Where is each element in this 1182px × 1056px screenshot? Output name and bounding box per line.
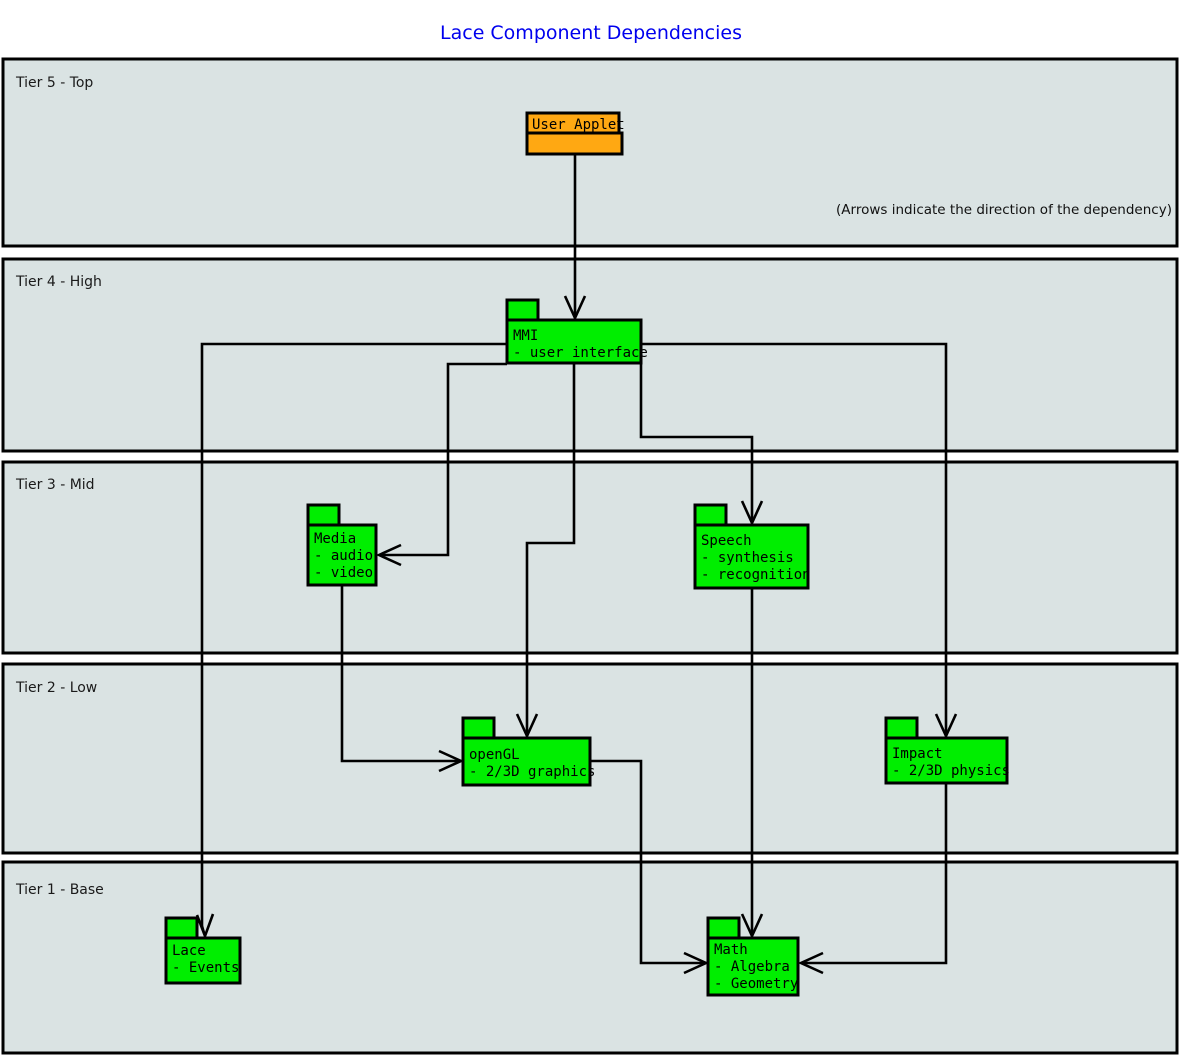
package-speech[interactable]: Speech - synthesis - recognition <box>693 503 811 590</box>
package-tab-media <box>306 503 341 528</box>
package-tab-lace <box>164 916 199 941</box>
package-body-speech <box>693 523 810 590</box>
edge-impact-to-math <box>802 783 948 965</box>
package-media[interactable]: Media - audio - video <box>306 503 378 587</box>
tier-label-tier-1: Tier 1 - Base <box>15 882 104 898</box>
package-mmi[interactable]: MMI - user interface <box>505 298 648 365</box>
package-item-speech-0: - synthesis <box>701 550 794 566</box>
package-item-media-0: - audio <box>314 548 373 564</box>
package-name-math: Math <box>714 942 748 958</box>
package-name-opengl: openGL <box>469 747 520 763</box>
arrowhead-lace-top <box>195 913 215 940</box>
package-name-media: Media <box>314 531 356 547</box>
package-item-speech-1: - recognition <box>701 567 811 583</box>
tier-box-tier-4[interactable] <box>1 257 1179 453</box>
package-tab-opengl <box>461 716 496 741</box>
package-body-lace <box>164 936 242 985</box>
edge-mmi-to-impact <box>641 342 948 736</box>
package-name-user-applet: User Applet <box>532 117 625 133</box>
package-body-mmi <box>505 318 643 365</box>
package-item-math-0: - Algebra <box>714 959 790 975</box>
package-lace[interactable]: Lace - Events <box>164 916 242 985</box>
package-item-opengl-0: - 2/3D graphics <box>469 764 595 780</box>
edge-mmi-to-lace <box>200 342 507 926</box>
package-item-impact-0: - 2/3D physics <box>892 763 1010 779</box>
tier-label-tier-5: Tier 5 - Top <box>15 75 93 91</box>
package-item-lace-0: - Events <box>172 960 239 976</box>
edge-media-to-opengl <box>340 585 459 763</box>
package-name-mmi: MMI <box>513 328 538 344</box>
package-tab-mmi <box>505 298 540 323</box>
page-title: Lace Component Dependencies <box>440 22 742 44</box>
edge-mmi-to-speech <box>639 344 754 523</box>
package-item-mmi-0: - user interface <box>513 345 648 361</box>
package-body-impact <box>884 736 1009 785</box>
package-body-math <box>706 936 800 997</box>
arrowhead-math-left <box>683 951 710 975</box>
arrowhead-opengl-left <box>438 749 465 773</box>
package-body-media <box>306 523 378 587</box>
arrowhead-speech-top <box>740 500 764 527</box>
arrowhead-mmi-top <box>563 295 587 322</box>
package-item-math-1: - Geometry <box>714 976 798 992</box>
edge-mmi-to-opengl <box>525 363 576 736</box>
arrowhead-opengl-top <box>515 713 539 740</box>
edge-mmi-to-media <box>380 362 507 557</box>
arrowhead-impact-top <box>934 713 958 740</box>
arrowhead-media-right <box>375 543 402 567</box>
dependency-edges <box>195 153 958 975</box>
package-name-lace: Lace <box>172 943 206 959</box>
package-math[interactable]: Math - Algebra - Geometry <box>706 916 800 997</box>
tier-box-tier-3[interactable] <box>1 460 1179 655</box>
package-opengl[interactable]: openGL - 2/3D graphics <box>461 716 595 787</box>
package-name-impact: Impact <box>892 746 943 762</box>
package-impact[interactable]: Impact - 2/3D physics <box>884 716 1010 785</box>
package-user-applet[interactable]: User Applet <box>525 111 625 156</box>
package-body-user-applet <box>525 131 624 156</box>
tier-label-tier-3: Tier 3 - Mid <box>15 477 95 493</box>
arrowhead-math-top <box>740 913 764 940</box>
tier-group: Tier 5 - Top Tier 4 - High Tier 3 - Mid … <box>1 57 1179 1055</box>
edge-opengl-to-math <box>590 759 704 965</box>
arrow-direction-note: (Arrows indicate the direction of the de… <box>836 202 1172 218</box>
arrowhead-math-right <box>797 951 824 975</box>
tier-label-tier-4: Tier 4 - High <box>15 274 102 290</box>
package-item-media-1: - video <box>314 565 373 581</box>
package-tab-speech <box>693 503 728 528</box>
package-tab-math <box>706 916 741 941</box>
package-body-opengl <box>461 736 592 787</box>
package-tab-impact <box>884 716 919 741</box>
tier-label-tier-2: Tier 2 - Low <box>15 680 97 696</box>
package-name-speech: Speech <box>701 533 752 549</box>
